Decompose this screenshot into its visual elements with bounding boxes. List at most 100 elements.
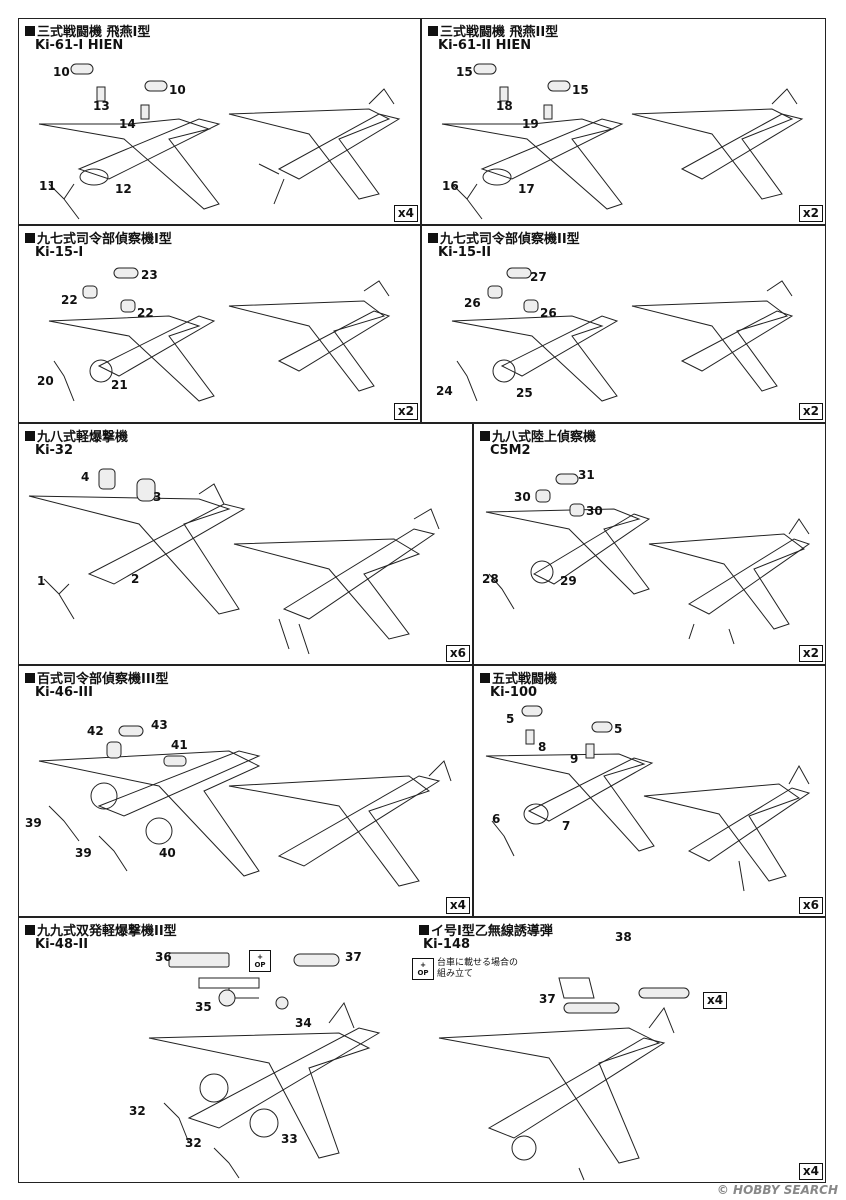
aircraft-illustration bbox=[441, 63, 804, 220]
part-number: 43 bbox=[151, 718, 168, 732]
panel-subtitle: Ki-46-III bbox=[35, 685, 93, 700]
panel-ki46: 百式司令部偵察機III型 Ki-46-III 42 43 41 39 39 40… bbox=[18, 665, 473, 917]
part-number: 33 bbox=[281, 1132, 298, 1146]
panel-subtitle: Ki-61-I HIEN bbox=[35, 38, 124, 53]
part-number: 25 bbox=[516, 386, 533, 400]
part-number: 27 bbox=[530, 270, 547, 284]
panel-subtitle: Ki-32 bbox=[35, 443, 74, 458]
aircraft-illustration bbox=[485, 473, 811, 645]
aircraft-illustration bbox=[38, 725, 452, 887]
part-number: 5 bbox=[614, 722, 623, 736]
panel-title: 三式戦闘機 飛燕I型 bbox=[25, 21, 150, 40]
panel-subtitle: C5M2 bbox=[490, 443, 531, 458]
part-number: 5 bbox=[506, 712, 515, 726]
panel-title: 百式司令部偵察機III型 bbox=[25, 668, 169, 687]
panel-subtitle: Ki-15-II bbox=[438, 245, 492, 260]
part-number: 10 bbox=[169, 83, 186, 97]
part-number: 4 bbox=[81, 470, 90, 484]
part-number: 39 bbox=[25, 816, 42, 830]
part-number: 31 bbox=[578, 468, 595, 482]
part-number: 18 bbox=[496, 99, 513, 113]
part-number: 26 bbox=[464, 296, 481, 310]
part-number: 21 bbox=[111, 378, 128, 392]
part-number: 10 bbox=[53, 65, 70, 79]
part-number: 7 bbox=[562, 819, 571, 833]
part-number: 15 bbox=[572, 83, 589, 97]
panel-ki32: 九八式軽爆撃機 Ki-32 4 3 1 2 x6 bbox=[18, 423, 473, 665]
part-number: 16 bbox=[442, 179, 459, 193]
part-number: 8 bbox=[538, 740, 547, 754]
option-badge: +OP bbox=[412, 958, 434, 980]
aircraft-illustration bbox=[38, 63, 401, 220]
part-number: 36 bbox=[155, 950, 172, 964]
part-number: 2 bbox=[131, 572, 140, 586]
part-number: 41 bbox=[171, 738, 188, 752]
part-number: 19 bbox=[522, 117, 539, 131]
panel-title-missile: イ号I型乙無線誘導弾 bbox=[419, 920, 553, 939]
panel-title: 九七式司令部偵察機II型 bbox=[428, 228, 580, 247]
panel-ki61-2: 三式戦闘機 飛燕II型 Ki-61-II HIEN 15 18 15 19 16… bbox=[421, 18, 826, 225]
part-number: 11 bbox=[39, 179, 56, 193]
part-number: 29 bbox=[560, 574, 577, 588]
part-number: 39 bbox=[75, 846, 92, 860]
part-number: 38 bbox=[615, 930, 632, 944]
panel-title: 九七式司令部偵察機I型 bbox=[25, 228, 172, 247]
panel-subtitle-missile: Ki-148 bbox=[423, 937, 471, 952]
quantity-badge: x4 bbox=[798, 1163, 823, 1180]
part-number: 20 bbox=[37, 374, 54, 388]
panel-subtitle: Ki-61-II HIEN bbox=[438, 38, 532, 53]
aircraft-illustration bbox=[28, 468, 440, 655]
part-number: 9 bbox=[570, 752, 579, 766]
part-number: 42 bbox=[87, 724, 104, 738]
quantity-badge: x4 bbox=[393, 205, 418, 222]
quantity-badge: x2 bbox=[798, 645, 823, 662]
quantity-badge: x4 bbox=[703, 992, 728, 1009]
panel-subtitle: Ki-100 bbox=[490, 685, 538, 700]
panel-c5m2: 九八式陸上偵察機 C5M2 31 30 30 28 29 x2 bbox=[473, 423, 826, 665]
panel-title: 九八式軽爆撃機 bbox=[25, 426, 128, 445]
panel-title: 九八式陸上偵察機 bbox=[480, 426, 596, 445]
part-number: 35 bbox=[195, 1000, 212, 1014]
panel-ki61-1: 三式戦闘機 飛燕I型 Ki-61-I HIEN 10 13 10 14 11 1… bbox=[18, 18, 421, 225]
part-number: 22 bbox=[137, 306, 154, 320]
panel-ki100: 五式戦闘機 Ki-100 5 8 5 9 6 7 x6 bbox=[473, 665, 826, 917]
part-number: 24 bbox=[436, 384, 453, 398]
quantity-badge: x2 bbox=[798, 403, 823, 420]
quantity-badge: x6 bbox=[445, 645, 470, 662]
panel-ki15-2: 九七式司令部偵察機II型 Ki-15-II 27 26 26 24 25 x2 bbox=[421, 225, 826, 423]
part-number: 34 bbox=[295, 1016, 312, 1030]
aircraft-illustration bbox=[148, 952, 690, 1181]
aircraft-illustration bbox=[485, 705, 811, 892]
part-number: 3 bbox=[153, 490, 162, 504]
part-number: 6 bbox=[492, 812, 501, 826]
part-number: 37 bbox=[345, 950, 362, 964]
panel-subtitle: Ki-48-II bbox=[35, 937, 89, 952]
panel-ki48-ki148: 九九式双発軽爆撃機II型 Ki-48-II イ号I型乙無線誘導弾 Ki-148 … bbox=[18, 917, 826, 1183]
part-number: 40 bbox=[159, 846, 176, 860]
part-number: 32 bbox=[129, 1104, 146, 1118]
part-number: 22 bbox=[61, 293, 78, 307]
part-number: 14 bbox=[119, 117, 136, 131]
quantity-badge: x6 bbox=[798, 897, 823, 914]
panel-ki15-1: 九七式司令部偵察機I型 Ki-15-I 23 22 22 20 21 x2 bbox=[18, 225, 421, 423]
watermark: © HOBBY SEARCH bbox=[716, 1183, 838, 1197]
part-number: 23 bbox=[141, 268, 158, 282]
part-number: 37 bbox=[539, 992, 556, 1006]
quantity-badge: x2 bbox=[393, 403, 418, 420]
aircraft-illustration bbox=[451, 267, 794, 402]
part-number: 28 bbox=[482, 572, 499, 586]
part-number: 26 bbox=[540, 306, 557, 320]
part-number: 1 bbox=[37, 574, 46, 588]
panel-title: 五式戦闘機 bbox=[480, 668, 557, 687]
option-badge: +OP bbox=[249, 950, 271, 972]
part-number: 13 bbox=[93, 99, 110, 113]
panel-title: 三式戦闘機 飛燕II型 bbox=[428, 21, 558, 40]
part-number: 32 bbox=[185, 1136, 202, 1150]
panel-title: 九九式双発軽爆撃機II型 bbox=[25, 920, 177, 939]
part-number: 15 bbox=[456, 65, 473, 79]
part-number: 12 bbox=[115, 182, 132, 196]
aircraft-illustration bbox=[48, 267, 391, 402]
part-number: 30 bbox=[514, 490, 531, 504]
assembly-note: 台車に載せる場合の組み立て bbox=[437, 958, 519, 979]
quantity-badge: x4 bbox=[445, 897, 470, 914]
